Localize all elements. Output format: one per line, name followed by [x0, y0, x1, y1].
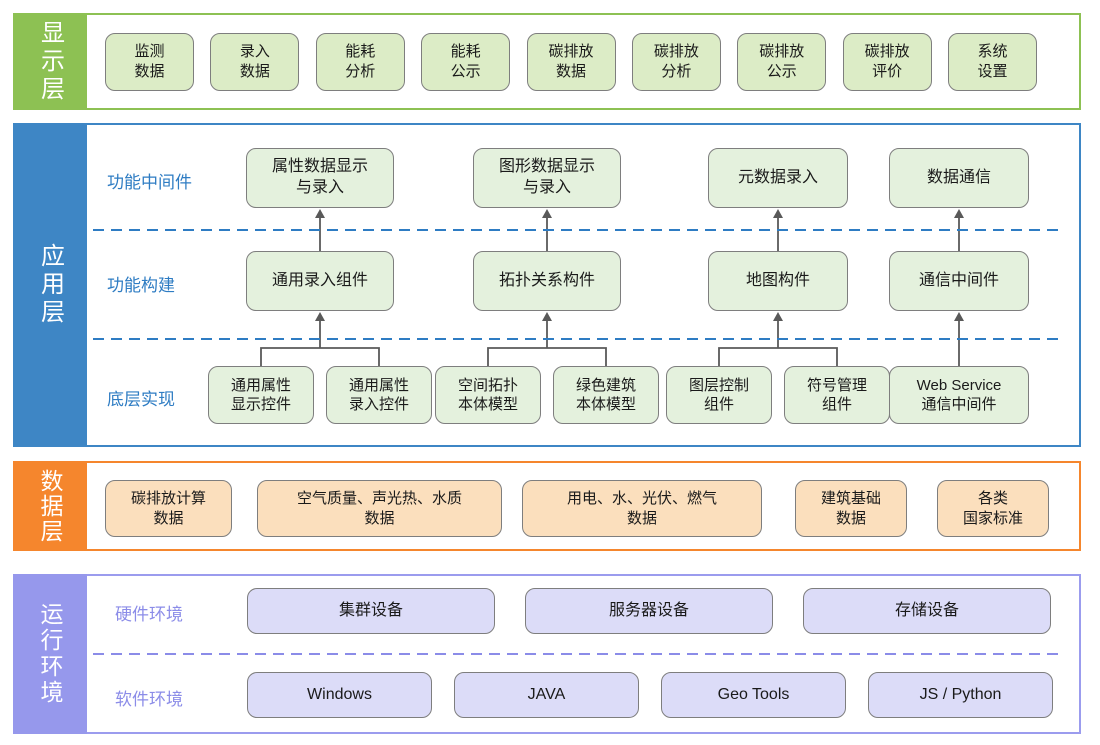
- data-layer-title: 数据层: [13, 461, 87, 551]
- component-box: 通用录入组件: [246, 251, 394, 311]
- display-layer: 显示层 监测 数据 录入 数据 能耗 分析 能耗 公示 碳排放 数据 碳排放 分…: [13, 13, 1081, 110]
- component-box: 地图构件: [708, 251, 848, 311]
- label-function-middleware: 功能中间件: [107, 173, 192, 192]
- display-box: 碳排放 分析: [631, 32, 721, 91]
- display-layer-title: 显示层: [13, 13, 87, 110]
- display-box: 能耗 分析: [315, 32, 405, 91]
- data-box: 空气质量、声光热、水质 数据: [257, 480, 502, 537]
- label-underlying-impl: 底层实现: [107, 390, 175, 409]
- component-box: 拓扑关系构件: [473, 251, 621, 311]
- display-box-row: 监测 数据 录入 数据 能耗 分析 能耗 公示 碳排放 数据 碳排放 分析 碳排…: [105, 15, 1037, 108]
- data-box: 建筑基础 数据: [795, 480, 907, 537]
- display-box: 录入 数据: [210, 32, 300, 91]
- hardware-box: 存储设备: [803, 588, 1051, 634]
- middleware-box: 属性数据显示 与录入: [246, 148, 394, 208]
- label-hardware-env: 硬件环境: [115, 605, 183, 624]
- display-box: 碳排放 数据: [526, 32, 616, 91]
- data-box: 用电、水、光伏、燃气 数据: [522, 480, 762, 537]
- impl-box: 绿色建筑 本体模型: [553, 366, 659, 424]
- hardware-box: 集群设备: [247, 588, 495, 634]
- impl-box: 空间拓扑 本体模型: [435, 366, 541, 424]
- component-box: 通信中间件: [889, 251, 1029, 311]
- impl-box: 通用属性 显示控件: [208, 366, 314, 424]
- data-layer: 数据层 碳排放计算 数据 空气质量、声光热、水质 数据 用电、水、光伏、燃气 数…: [13, 461, 1081, 551]
- display-box: 碳排放 公示: [737, 32, 827, 91]
- display-box: 系统 设置: [948, 32, 1037, 91]
- impl-box: 通用属性 录入控件: [326, 366, 432, 424]
- software-box: Windows: [247, 672, 432, 718]
- middleware-box: 元数据录入: [708, 148, 848, 208]
- software-box: JS / Python: [868, 672, 1053, 718]
- software-box: JAVA: [454, 672, 639, 718]
- impl-box: 图层控制 组件: [666, 366, 772, 424]
- display-box: 碳排放 评价: [842, 32, 932, 91]
- data-box: 各类 国家标准: [937, 480, 1049, 537]
- label-function-build: 功能构建: [107, 276, 175, 295]
- impl-box: Web Service 通信中间件: [889, 366, 1029, 424]
- application-layer: 应用层 功能中间件 功能构建 底层实现 属性数据显示 与录入 图形数据显示 与录…: [13, 123, 1081, 447]
- dashed-divider: [93, 229, 1063, 231]
- dashed-divider: [93, 653, 1063, 655]
- software-box: Geo Tools: [661, 672, 846, 718]
- runtime-layer: 运行环境 硬件环境 软件环境 集群设备 服务器设备 存储设备 Windows J…: [13, 574, 1081, 734]
- display-box: 监测 数据: [105, 32, 194, 91]
- data-box: 碳排放计算 数据: [105, 480, 232, 537]
- label-software-env: 软件环境: [115, 690, 183, 709]
- display-box: 能耗 公示: [421, 32, 511, 91]
- application-layer-title: 应用层: [13, 123, 87, 447]
- impl-box: 符号管理 组件: [784, 366, 890, 424]
- middleware-box: 图形数据显示 与录入: [473, 148, 621, 208]
- runtime-layer-title: 运行环境: [13, 574, 87, 734]
- middleware-box: 数据通信: [889, 148, 1029, 208]
- hardware-box: 服务器设备: [525, 588, 773, 634]
- dashed-divider: [93, 338, 1063, 340]
